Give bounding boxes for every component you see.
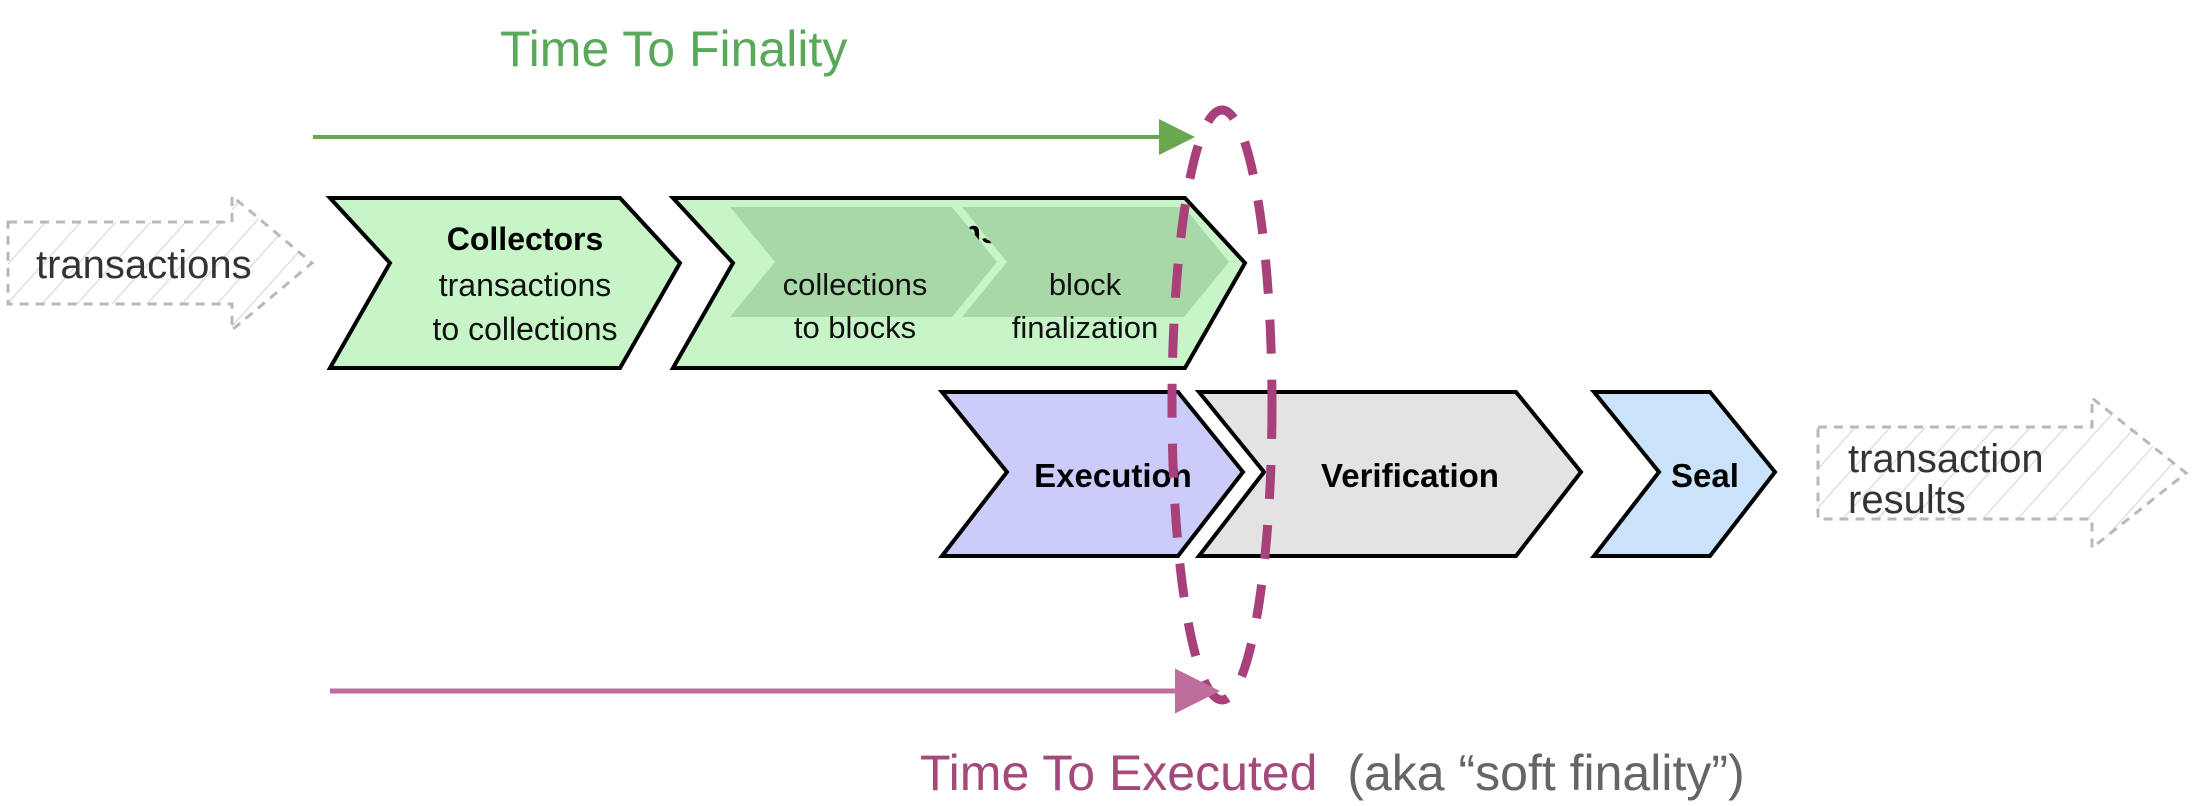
consensus-stage[interactable]: Consensus collections to blocks block fi… (668, 196, 1248, 370)
subphase-0-line1: collections (783, 267, 928, 302)
collectors-stage[interactable]: Collectors transactions to collections (325, 196, 683, 370)
subphase-1-line2: finalization (1012, 310, 1158, 345)
input-transactions-arrow: transactions (6, 192, 315, 334)
soft-finality-note: (aka “soft finality”) (1347, 745, 1744, 801)
verification-stage[interactable]: Verification (1194, 390, 1584, 558)
collectors-subtitle-line2: to collections (433, 311, 618, 347)
finality-boundary-ellipse (1167, 105, 1277, 705)
time-to-executed-label: Time To Executed (920, 745, 1317, 801)
output-line2: results (1848, 478, 1966, 522)
consensus-subphase-collections-to-blocks[interactable]: collections to blocks (730, 207, 997, 345)
consensus-subphase-block-finalization[interactable]: block finalization (962, 207, 1229, 345)
verification-title: Verification (1321, 457, 1499, 494)
subphase-1-line1: block (1049, 267, 1122, 302)
output-transaction-results-arrow: transaction results (1816, 394, 2189, 552)
seal-stage[interactable]: Seal (1589, 390, 1778, 558)
time-to-finality-title: Time To Finality (500, 21, 847, 77)
collectors-title: Collectors (447, 221, 603, 257)
seal-title: Seal (1671, 457, 1739, 494)
execution-stage[interactable]: Execution (937, 390, 1246, 558)
collectors-subtitle-line1: transactions (439, 267, 612, 303)
bottom-caption: Time To Executed (aka “soft finality”) (920, 745, 1745, 801)
input-transactions-label: transactions (36, 243, 252, 287)
subphase-0-line2: to blocks (794, 310, 916, 345)
output-line1: transaction (1848, 437, 2044, 481)
execution-title: Execution (1034, 457, 1192, 494)
